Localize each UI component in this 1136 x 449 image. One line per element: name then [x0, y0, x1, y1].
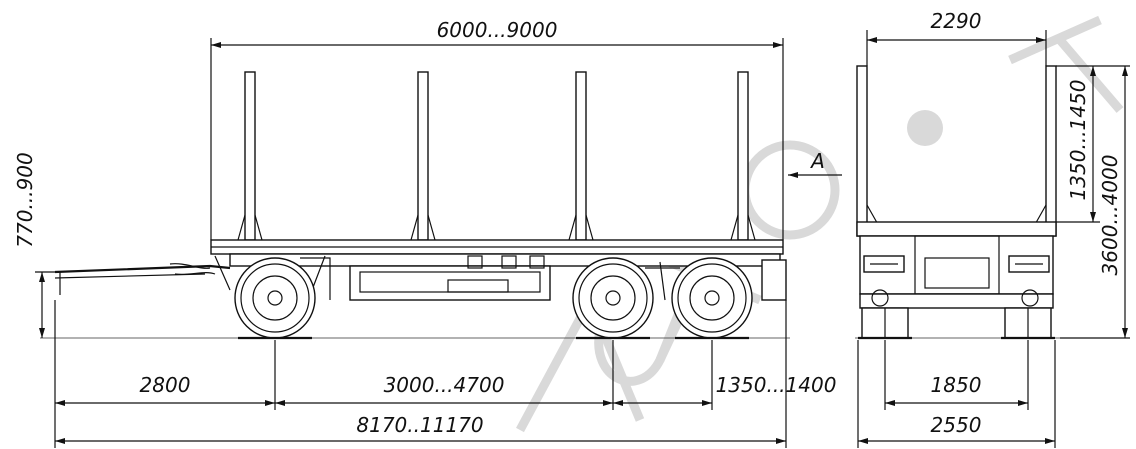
dim-drawbar-height: 770...900 [13, 152, 37, 247]
dim-track-width: 1850 [931, 373, 982, 397]
dim-width-top: 2290 [931, 9, 982, 33]
rear-view: 2290 1350...1450 3600...4000 1850 2550 [855, 9, 1130, 448]
dim-axle-spacing: 3000...4700 [384, 373, 505, 397]
rear-wheel-1 [572, 257, 654, 339]
dim-overall-width: 2550 [931, 413, 982, 437]
dim-overall-height: 3600...4000 [1098, 155, 1122, 276]
view-label-a: A [809, 149, 825, 173]
drawbar [54, 263, 231, 295]
dim-stake-height: 1350...1450 [1066, 80, 1090, 201]
dim-rear-bogie: 1350...1400 [716, 373, 837, 397]
dim-drawbar-length: 2800 [140, 373, 191, 397]
side-view: 6000...9000 770...900 2800 3000...4700 1… [13, 18, 842, 448]
front-wheel [234, 257, 316, 339]
rear-wheel-2 [671, 257, 753, 339]
dim-total-length: 8170..11170 [356, 413, 483, 437]
watermark-dot [907, 110, 943, 146]
dim-body-length: 6000...9000 [437, 18, 558, 42]
stakes [237, 71, 756, 241]
